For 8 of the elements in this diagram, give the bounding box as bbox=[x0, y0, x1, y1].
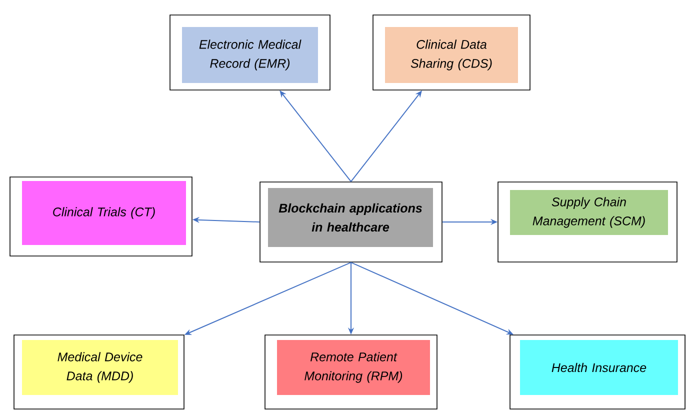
application-box: Medical Device Data (MDD) bbox=[14, 334, 184, 410]
application-box: Remote Patient Monitoring (RPM) bbox=[264, 334, 438, 410]
application-box: Health Insurance bbox=[510, 334, 686, 410]
central-box: Blockchain applications in healthcare bbox=[260, 182, 442, 262]
application-box: Clinical Data Sharing (CDS) bbox=[372, 14, 530, 90]
application-box: Electronic Medical Record (EMR) bbox=[170, 14, 330, 90]
application-box: Supply Chain Management (SCM) bbox=[498, 182, 678, 262]
application-box: Clinical Trials (CT) bbox=[10, 176, 192, 256]
